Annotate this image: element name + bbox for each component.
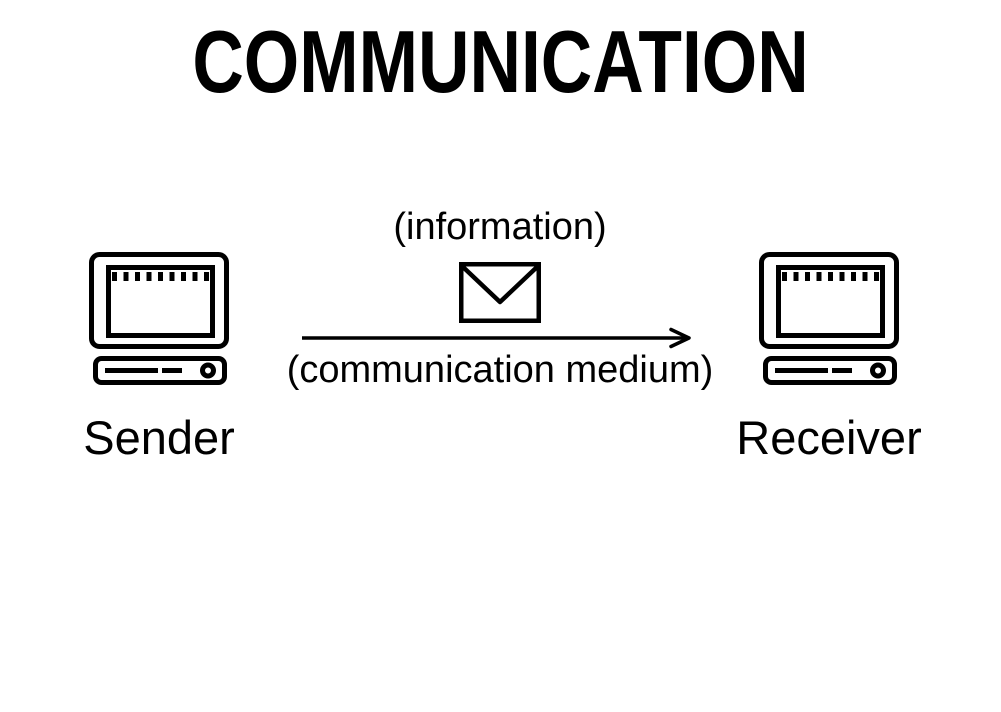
computer-icon [759,252,899,385]
computer-base [93,356,227,385]
computer-base [763,356,897,385]
computer-icon [89,252,229,385]
sender-node: Sender [59,252,259,461]
receiver-label: Receiver [736,411,922,464]
receiver-node: Receiver [729,252,929,461]
information-label: (information) [393,206,607,248]
page-title: COMMUNICATION [192,12,809,111]
monitor [759,252,899,349]
sender-label: Sender [83,411,235,464]
envelope-icon [459,262,541,323]
communication-medium-label: (communication medium) [286,349,714,391]
monitor [89,252,229,349]
right-arrow-icon [302,327,691,349]
